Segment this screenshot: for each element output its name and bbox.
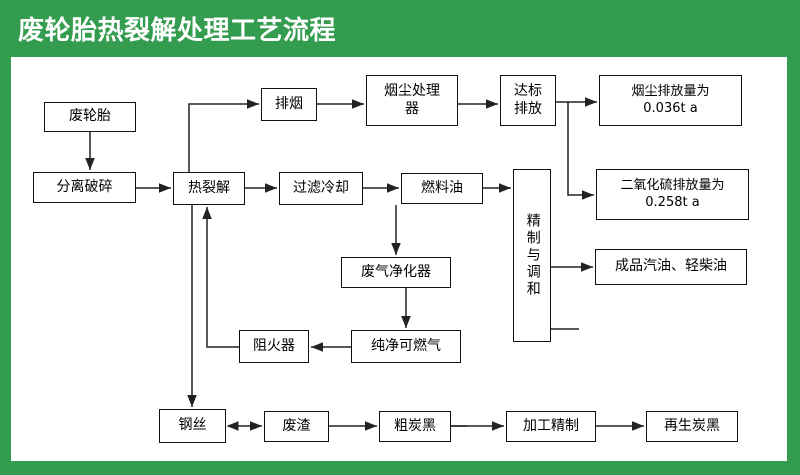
node-crude-carbon-black[interactable]: 粗炭黑 — [379, 411, 451, 442]
node-so2-emission-amount[interactable]: 二氧化硫排放量为 0.258t a — [596, 169, 749, 220]
node-slag[interactable]: 废渣 — [264, 411, 329, 442]
node-pyrolysis[interactable]: 热裂解 — [173, 172, 245, 205]
node-standard-emission[interactable]: 达标 排放 — [500, 75, 556, 126]
node-process-refine[interactable]: 加工精制 — [506, 411, 596, 442]
node-separate-crush[interactable]: 分离破碎 — [33, 172, 136, 203]
node-fuel-oil[interactable]: 燃料油 — [401, 173, 483, 204]
node-dust-processor[interactable]: 烟尘处理 器 — [366, 75, 458, 126]
node-flue-gas[interactable]: 排烟 — [261, 88, 317, 121]
node-dust-emission-amount[interactable]: 烟尘排放量为 0.036t a — [599, 75, 742, 126]
node-finished-fuels[interactable]: 成品汽油、轻柴油 — [595, 249, 747, 285]
node-filter-cool[interactable]: 过滤冷却 — [279, 172, 363, 205]
node-steel-wire[interactable]: 钢丝 — [159, 409, 226, 443]
node-gas-purifier[interactable]: 废气净化器 — [341, 257, 451, 288]
diagram-panel: 废轮胎 分离破碎 热裂解 排烟 烟尘处理 器 达标 排放 烟尘排放量为 0.03… — [11, 57, 787, 461]
node-waste-tire[interactable]: 废轮胎 — [44, 102, 136, 132]
node-refine-blend[interactable]: 精制与调和 — [513, 169, 551, 342]
node-clean-combustible-gas[interactable]: 纯净可燃气 — [351, 330, 461, 363]
node-flame-arrester[interactable]: 阻火器 — [239, 330, 309, 363]
page-title: 废轮胎热裂解处理工艺流程 — [18, 16, 337, 46]
flowchart-canvas: 废轮胎 分离破碎 热裂解 排烟 烟尘处理 器 达标 排放 烟尘排放量为 0.03… — [11, 57, 787, 461]
node-recycled-carbon-black[interactable]: 再生炭黑 — [646, 411, 738, 442]
